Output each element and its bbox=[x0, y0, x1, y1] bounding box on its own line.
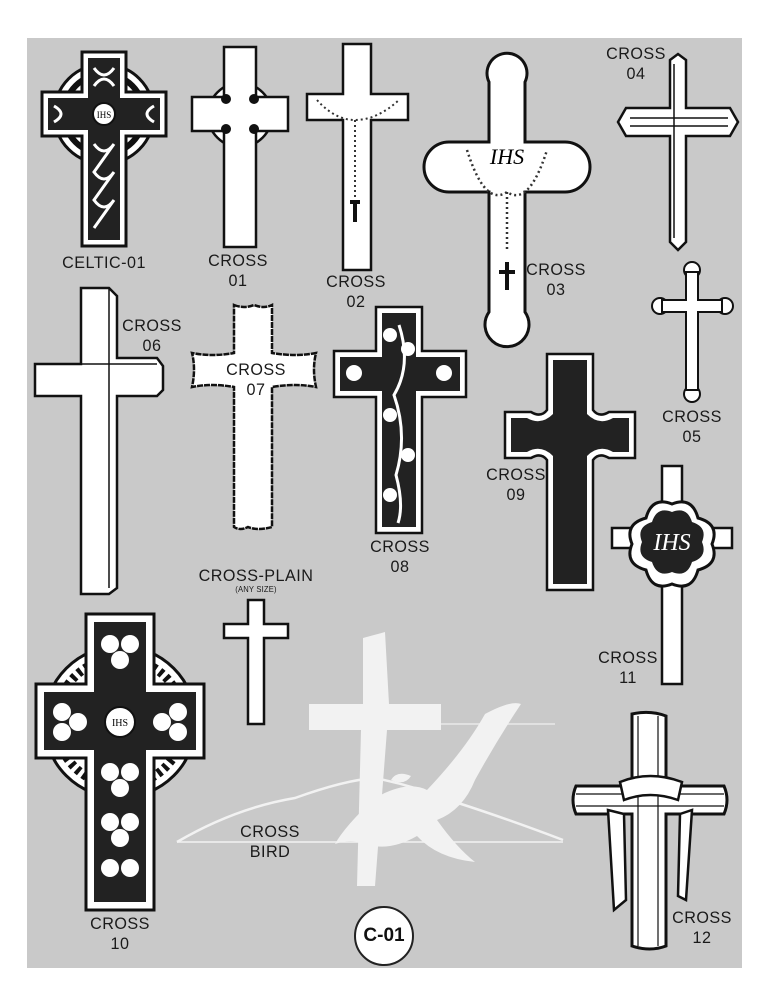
celtic-01-label: CELTIC-01 bbox=[62, 253, 146, 272]
cross-05-image bbox=[651, 261, 734, 403]
page-code: C-01 bbox=[363, 925, 405, 946]
cross-bird-image bbox=[176, 632, 564, 886]
cross-plain-label: CROSS-PLAIN bbox=[198, 566, 314, 585]
cross-plain-size-note: (ANY SIZE) bbox=[235, 585, 277, 594]
cross-03-monogram: IHS bbox=[489, 144, 524, 169]
cross-10-monogram: IHS bbox=[112, 718, 128, 729]
cross-09-image bbox=[503, 352, 637, 592]
celtic-monogram: IHS bbox=[97, 110, 112, 120]
celtic-01-cross-image: IHS bbox=[40, 50, 168, 248]
cross-plain-image bbox=[222, 598, 290, 726]
cross-08-image bbox=[332, 305, 468, 535]
cross-11-monogram: IHS bbox=[652, 530, 690, 556]
cross-12-image bbox=[571, 710, 729, 951]
cross-07-image bbox=[190, 302, 318, 531]
cross-06-image bbox=[33, 286, 165, 596]
cross-03-image: IHS bbox=[422, 51, 592, 349]
cross-11-image: IHS bbox=[610, 464, 734, 686]
page-code-badge: C-01 bbox=[354, 906, 414, 966]
cross-02-image bbox=[305, 42, 410, 272]
cross-01-image bbox=[190, 45, 290, 249]
cross-10-image: IHS bbox=[34, 612, 206, 912]
cross-04-image bbox=[616, 52, 740, 252]
